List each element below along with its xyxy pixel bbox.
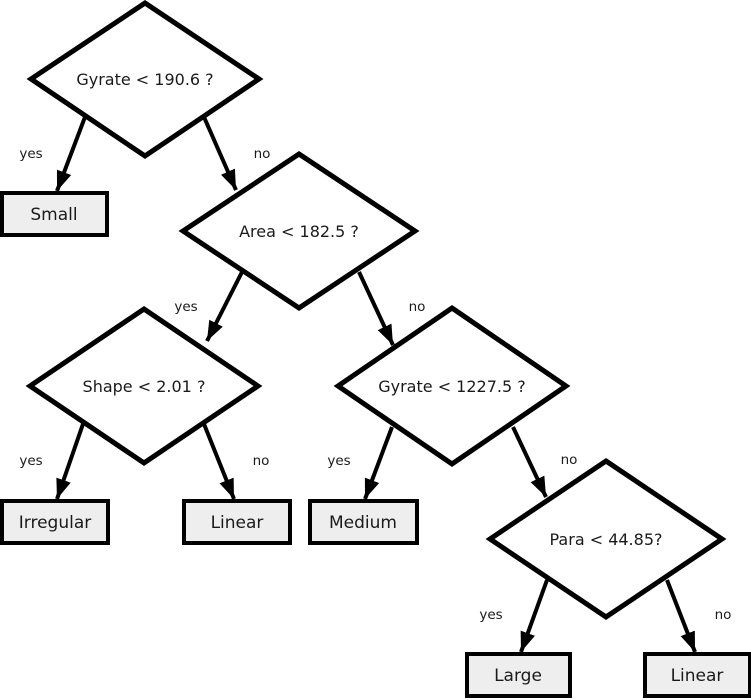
leaf-label: Linear [671, 666, 724, 686]
edge-gyrate190-area182: no [202, 116, 271, 191]
decision-label: Gyrate < 1227.5 ? [378, 377, 526, 396]
edge-para44-large: yes [479, 579, 549, 653]
edge-arrow [205, 271, 244, 342]
diamond-shape [26, 0, 264, 160]
edge-arrow [363, 426, 394, 500]
leaf-node-medium: Medium [308, 499, 419, 545]
leaf-label: Linear [211, 513, 264, 533]
leaf-node-large: Large [465, 652, 572, 698]
edge-shape2-linear: no [202, 423, 270, 500]
edge-area182-shape2: yes [174, 271, 244, 342]
edge-label-yes: yes [19, 453, 42, 469]
edge-label-yes: yes [19, 146, 42, 162]
decision-label: Area < 182.5 ? [239, 222, 359, 241]
decision-label: Gyrate < 190.6 ? [76, 70, 213, 89]
edge-arrow [202, 423, 236, 500]
leaf-label: Medium [329, 513, 397, 533]
edge-label-yes: yes [479, 607, 502, 623]
diamond-shape [25, 305, 263, 467]
leaf-node-irregular: Irregular [0, 499, 110, 545]
decision-node-shape-2: Shape < 2.01 ? [25, 305, 263, 467]
leaf-label: Irregular [19, 513, 91, 533]
leaf-box [0, 191, 109, 237]
edge-gyrate1227-para44: no [511, 426, 578, 498]
leaf-box [465, 652, 572, 698]
edge-arrow [55, 116, 87, 192]
diamond-shape [333, 304, 571, 468]
edge-label-no: no [561, 452, 578, 468]
edge-arrow [511, 426, 548, 498]
leaf-box [0, 499, 110, 545]
edge-label-no: no [409, 299, 426, 315]
edge-para44-linear: no [665, 579, 732, 653]
edge-arrow [665, 579, 697, 653]
diamond-shape [178, 150, 420, 312]
edge-arrow [519, 579, 549, 653]
edge-area182-gyrate1227: no [357, 271, 426, 346]
edge-label-yes: yes [327, 453, 350, 469]
decision-label: Para < 44.85? [550, 530, 663, 549]
leaf-node-small: Small [0, 191, 109, 237]
decision-node-area-182: Area < 182.5 ? [178, 150, 420, 312]
edge-arrow [55, 423, 85, 500]
decision-label: Shape < 2.01 ? [83, 377, 206, 396]
edge-arrow [357, 271, 395, 346]
leaf-node-linear-mid: Linear [182, 499, 292, 545]
leaf-box [182, 499, 292, 545]
leaf-box [308, 499, 419, 545]
leaf-box [643, 652, 751, 698]
decision-node-gyrate-190: Gyrate < 190.6 ? [26, 0, 264, 160]
decision-node-gyrate-1227: Gyrate < 1227.5 ? [333, 304, 571, 468]
edge-gyrate1227-medium: yes [327, 426, 394, 500]
edge-arrow [202, 116, 238, 191]
decision-node-para-44: Para < 44.85? [485, 457, 727, 621]
edge-label-yes: yes [174, 299, 197, 315]
leaf-label: Large [494, 666, 542, 686]
leaf-node-linear-right: Linear [643, 652, 751, 698]
edge-label-no: no [715, 607, 732, 623]
diamond-shape [485, 457, 727, 621]
edge-label-no: no [254, 146, 271, 162]
edge-shape2-irregular: yes [19, 423, 85, 500]
edge-gyrate190-small: yes [19, 116, 87, 192]
edge-label-no: no [253, 453, 270, 469]
leaf-label: Small [30, 205, 77, 225]
